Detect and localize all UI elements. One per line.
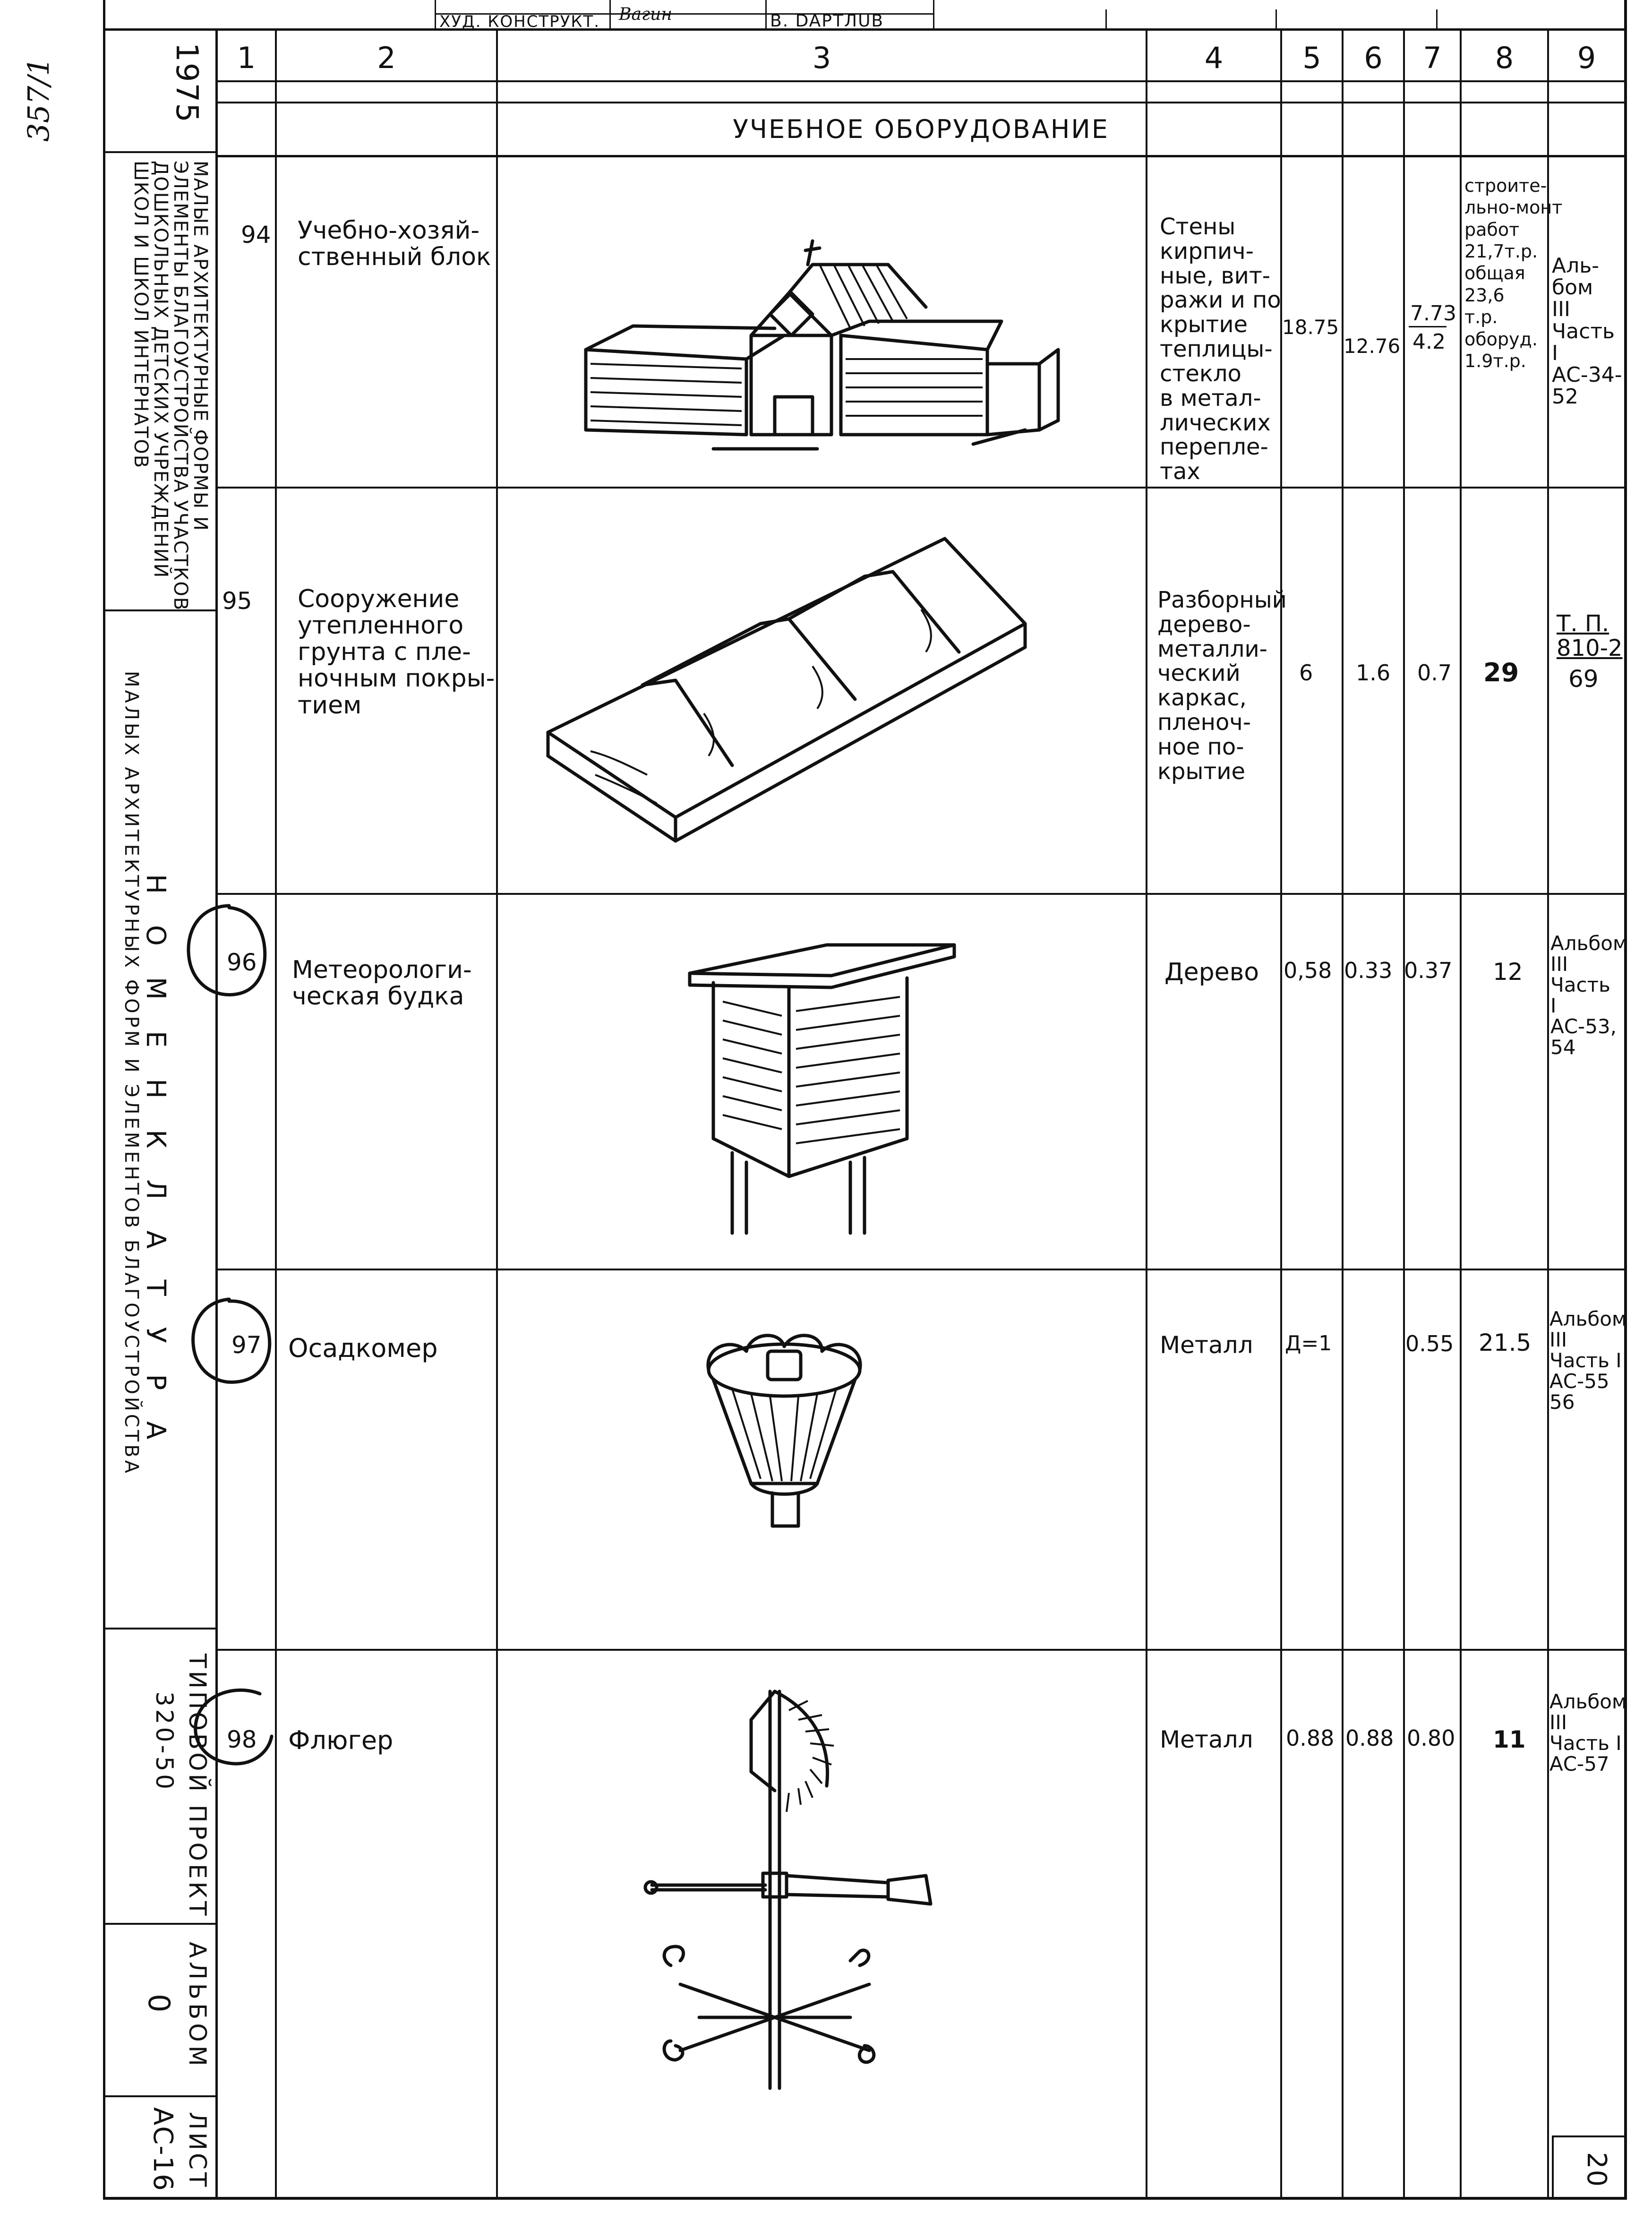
frame-bottom [103,2197,1627,2200]
row-97-c7: 0.55 [1405,1331,1454,1356]
stamp-name: В. DAРТЛUВ [770,11,884,31]
row-98-material: Металл [1160,1726,1253,1753]
header-sub-line [216,80,1626,82]
side-project-number: 320-50 [151,1691,178,1792]
side-album-label: АЛЬБОМ [184,1942,211,2070]
frame-left [103,0,105,2199]
row-97-num: 97 [231,1331,262,1359]
col-header-8: 8 [1495,41,1514,75]
row-95-num: 95 [222,587,252,615]
side-category: МАЛЫЕ АРХИТЕКТУРНЫЕ ФОРМЫ И ЭЛЕМЕНТЫ БЛА… [130,161,211,611]
col-header-7: 7 [1423,41,1442,75]
row-95-c6: 1.6 [1356,660,1391,686]
row-94-c8: строите- льно-монт работ 21,7т.р. общая … [1464,175,1563,371]
row-96-c8: 12 [1493,958,1523,986]
row-94-c7-bottom: 4.2 [1412,330,1446,354]
row-95-c7: 0.7 [1417,660,1452,686]
row-98-c7: 0.80 [1407,1725,1455,1751]
side-nomenclature-2: Н О М Е Н К Л А Т У Р А [140,874,171,1451]
row-94-num: 94 [241,221,271,249]
row-94-name: Учебно-хозяй- ственный блок [298,216,491,272]
section-bottom-line [216,155,1626,157]
col-header-3: 3 [812,41,831,75]
row-94-c7-top: 7.73 [1410,301,1456,326]
row-94-c5: 18.75 [1282,316,1339,339]
row-96-num: 96 [227,949,257,976]
weather-vane-drawing [643,1689,933,2090]
row-97-circle [191,1297,272,1384]
side-nomenclature-1: МАЛЫХ АРХИТЕКТУРНЫХ ФОРМ И ЭЛЕМЕНТОВ БЛА… [120,671,142,1476]
row-98-num: 98 [227,1726,257,1753]
row-97-name: Осадкомер [288,1333,438,1363]
row-98-c5: 0.88 [1286,1725,1335,1751]
row-97-c9: Альбом III Часть I АС-55 56 [1549,1307,1627,1414]
row-94-c6: 12.76 [1344,334,1401,358]
row-96-material: Дерево [1164,958,1259,986]
row-95-c9-top: Т. П. 810-2 [1557,610,1623,661]
row-98-c9: Альбом III Часть I АС-57 [1549,1690,1627,1776]
row-96-name: Метеорологи- ческая будка [292,956,472,1011]
row-95-c8: 29 [1483,658,1519,687]
row-98-circle [194,1689,274,1766]
margin-note: 357/1 [21,57,56,142]
row-96-c5: 0,58 [1284,958,1332,983]
row-97-c5: Д=1 [1285,1331,1332,1355]
row-sep-2 [216,893,1626,895]
sidebar-border [215,28,218,2199]
col-header-5: 5 [1302,41,1321,75]
row-96-c6: 0.33 [1344,958,1393,983]
row-95-c9-bottom: 69 [1568,665,1599,693]
stamp-line [435,13,933,15]
row-97-material: Металл [1160,1331,1253,1359]
col-header-9: 9 [1577,41,1596,75]
weather-booth-drawing [688,943,956,1235]
row-sep-3 [216,1269,1626,1270]
greenhouse-frame-drawing [546,537,1027,843]
row-95-name: Сооружение утепленного грунта с пле- ноч… [298,585,495,720]
row-sep-4 [216,1649,1626,1651]
educational-block-drawing [584,239,1060,451]
row-96-circle [187,904,267,996]
section-title: УЧЕБНОЕ ОБОРУДОВАНИЕ [733,114,1109,144]
col-header-1: 1 [237,41,256,75]
row-97-c8: 21.5 [1479,1329,1532,1356]
col-header-2: 2 [377,41,396,75]
row-94-material: Стены кирпич- ные, вит- ражи и по крытие… [1160,214,1281,485]
stamp-hud: ХУД. КОНСТРУКТ. [439,12,600,31]
header-bottom-line [216,102,1626,103]
page-number: 20 [1581,2152,1612,2188]
row-95-material: Разборный дерево- металли- ческий каркас… [1157,587,1287,785]
side-sheet-label: ЛИСТ [184,2112,211,2190]
row-94-c9: Аль- бом III Часть I АС-34- 52 [1552,254,1622,409]
year: 1975 [169,43,204,123]
side-album-number: 0 [142,1994,176,2014]
row-96-c9: Альбом III Часть I АС-53, 54 [1550,932,1628,1059]
frame-right [1624,0,1627,2199]
side-sheet-number: АС-16 [147,2107,178,2192]
col-header-6: 6 [1364,41,1383,75]
row-sep-1 [216,487,1626,489]
rain-gauge-drawing [706,1334,862,1528]
header-top-line [103,28,1627,31]
row-98-c6: 0.88 [1345,1725,1394,1751]
row-96-c7: 0.37 [1404,958,1453,983]
row-95-c5: 6 [1299,660,1313,686]
stamp-signature: Вагин [619,5,673,24]
row-98-name: Флюгер [288,1725,394,1755]
row-98-c8: 11 [1493,1726,1526,1753]
col-header-4: 4 [1204,41,1224,75]
